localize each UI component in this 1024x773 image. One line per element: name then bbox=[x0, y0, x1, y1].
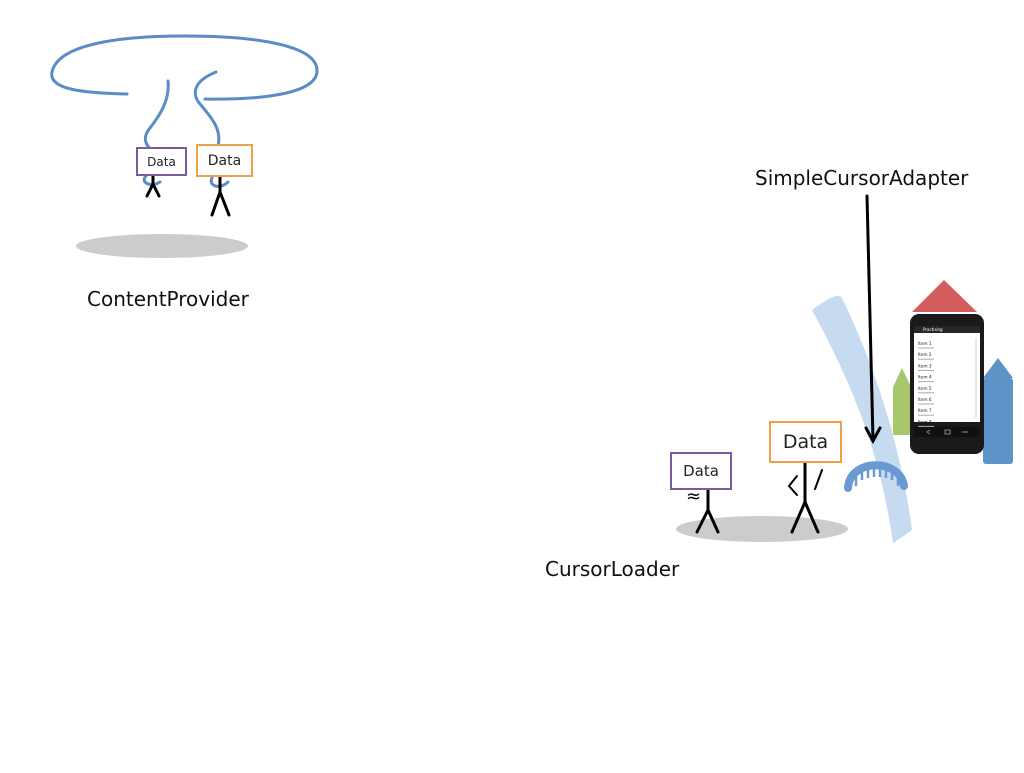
phone-list-item: Item 7 bbox=[918, 408, 932, 413]
phone-list-item: Item 1 bbox=[918, 341, 932, 346]
approx-symbol: ≈ bbox=[686, 486, 702, 507]
cp-figure-2-legs bbox=[210, 175, 231, 217]
cl-data-box-orange: Data bbox=[769, 421, 842, 463]
phone-app-title: Practising bbox=[923, 327, 943, 332]
content-provider-label: ContentProvider bbox=[87, 287, 249, 311]
phone-list-item: Item 8 bbox=[918, 419, 932, 424]
cloud-tendril-left-end bbox=[142, 174, 162, 186]
adapter-arrow bbox=[864, 194, 882, 445]
cp-data-box-purple: Data bbox=[136, 147, 187, 176]
cloud-tendril-left bbox=[144, 79, 170, 154]
content-provider-cloud bbox=[50, 34, 319, 101]
phone-list: Item 1 Item 2 Item 3 Item 4 Item 5 Item 6 Item… bbox=[918, 341, 934, 427]
content-provider-shadow bbox=[76, 234, 248, 258]
cursor-loader-label: CursorLoader bbox=[545, 557, 680, 581]
green-tower bbox=[893, 368, 911, 435]
phone-list-item: Item 6 bbox=[918, 397, 932, 402]
house-roof bbox=[912, 280, 977, 312]
phone-list-item: Item 2 bbox=[918, 352, 932, 357]
cl-data-box-purple: Data bbox=[670, 452, 732, 490]
cloud-tendril-right-end bbox=[209, 176, 230, 188]
blue-tower bbox=[983, 358, 1013, 464]
phone-list-item: Item 4 bbox=[918, 375, 932, 380]
simple-cursor-adapter-label: SimpleCursorAdapter bbox=[755, 166, 969, 190]
cloud-tendril-right bbox=[193, 70, 221, 148]
phone-list-item: Item 3 bbox=[918, 363, 932, 368]
cl-figure-2 bbox=[790, 461, 820, 534]
cursor-loader-shadow bbox=[676, 516, 848, 542]
cl-figure-1 bbox=[695, 488, 720, 534]
bridge bbox=[844, 461, 908, 492]
cp-data-box-orange: Data bbox=[196, 144, 253, 177]
cp-figure-1-legs bbox=[145, 174, 161, 198]
cl-figure-2-arms bbox=[787, 469, 823, 496]
river bbox=[812, 295, 912, 543]
phone-list-item: Item 5 bbox=[918, 386, 932, 391]
